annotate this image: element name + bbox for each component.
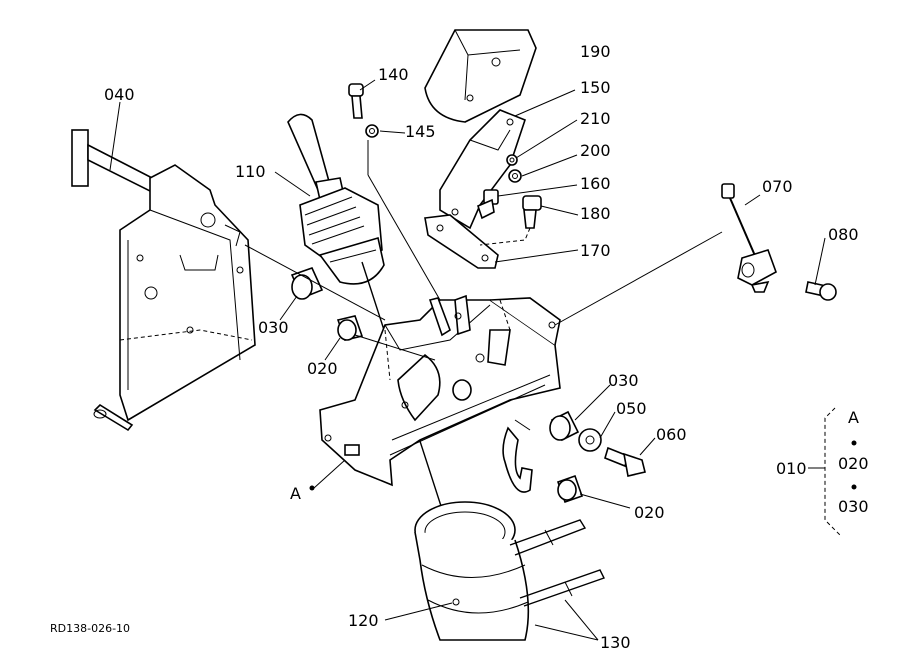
leader-lines <box>109 79 826 641</box>
callout-190: 190 <box>580 42 611 61</box>
callout-040: 040 <box>104 85 135 104</box>
kit-item-a: A <box>848 408 859 427</box>
callout-050: 050 <box>616 399 647 418</box>
bushing-030-left <box>290 267 324 300</box>
bracket-170 <box>424 214 499 269</box>
kit-parent-number: 010 <box>776 459 807 478</box>
callout-labels: 040 140 145 190 150 210 200 160 180 170 … <box>104 42 859 652</box>
callout-145: 145 <box>405 122 436 141</box>
callout-030-right: 030 <box>608 371 639 390</box>
knob-190 <box>424 29 537 123</box>
washer-050 <box>578 428 602 452</box>
callout-020-right: 020 <box>634 503 665 522</box>
bolt-160 <box>477 189 499 220</box>
nut-200 <box>508 169 522 183</box>
clamp-band-130 <box>509 519 605 607</box>
bolt-060 <box>604 446 646 477</box>
callout-070: 070 <box>762 177 793 196</box>
kit-legend: 010 A 020 030 <box>776 407 869 536</box>
callout-140: 140 <box>378 65 409 84</box>
kit-item-030: 030 <box>838 497 869 516</box>
main-base-bracket <box>319 294 561 493</box>
kit-dot-1 <box>851 440 857 446</box>
bushing-020-left <box>336 315 364 341</box>
callout-030-left: 030 <box>258 318 289 337</box>
callout-a: A <box>290 484 301 503</box>
callout-060: 060 <box>656 425 687 444</box>
kit-item-020: 020 <box>838 454 869 473</box>
bushing-020-right <box>556 474 584 504</box>
callout-180: 180 <box>580 204 611 223</box>
callout-130: 130 <box>600 633 631 652</box>
callout-160: 160 <box>580 174 611 193</box>
callout-080: 080 <box>828 225 859 244</box>
callout-120: 120 <box>348 611 379 630</box>
callout-170: 170 <box>580 241 611 260</box>
callout-020-left: 020 <box>307 359 338 378</box>
bolt-180 <box>479 195 542 246</box>
rubber-boot-120 <box>414 501 530 641</box>
bushing-030-right <box>549 410 580 442</box>
callout-210: 210 <box>580 109 611 128</box>
washer-145 <box>365 124 379 138</box>
bolt-140 <box>348 83 364 119</box>
washer-210 <box>506 154 518 166</box>
control-lever-110 <box>287 113 453 541</box>
callout-150: 150 <box>580 78 611 97</box>
callout-110: 110 <box>235 162 266 181</box>
bolt-080 <box>805 281 837 301</box>
drawing-code: RD138-026-10 <box>50 622 130 635</box>
left-bracket-plate <box>71 129 256 432</box>
linkage-rod-070 <box>721 183 777 293</box>
callout-200: 200 <box>580 141 611 160</box>
kit-dot-2 <box>851 484 857 490</box>
